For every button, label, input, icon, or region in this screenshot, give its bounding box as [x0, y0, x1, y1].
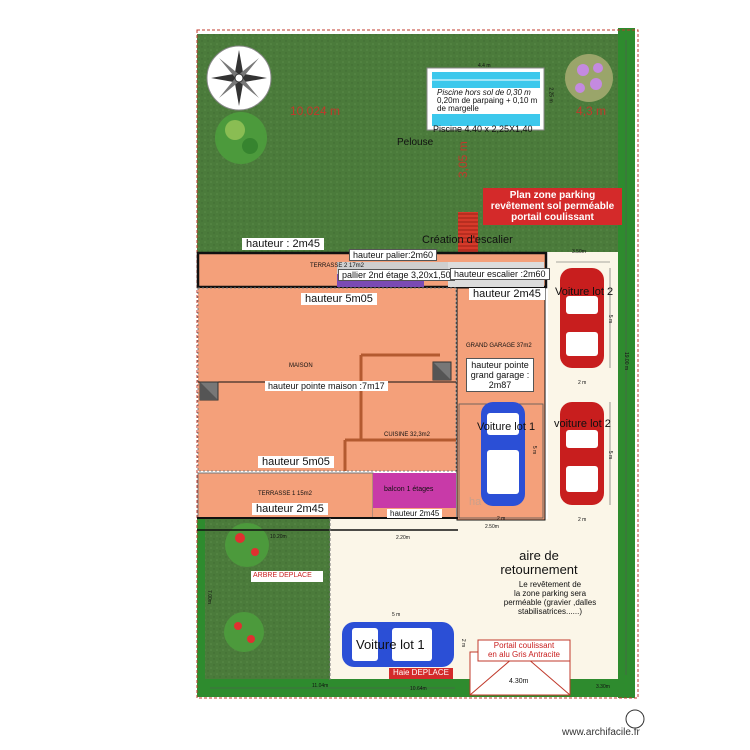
- pool-title-3: de margelle: [437, 104, 479, 113]
- portail-line2: en alu Gris Antracite: [487, 650, 561, 659]
- dim-4-30: 4.30m: [509, 678, 529, 685]
- terrace-1-label: TERRASSE 1 15m2: [258, 491, 313, 497]
- voiture-lot1-bottom: Voiture lot 1: [356, 637, 425, 652]
- dim-10-20: 10.20m: [270, 534, 287, 540]
- aire-line2: retournement: [500, 562, 578, 577]
- tree-top-left: [215, 112, 267, 164]
- revetement-3: perméable (gravier ,dalles: [503, 598, 597, 607]
- dim-3-50: 3.50m: [572, 249, 586, 255]
- dim-right-long: 19.00 m: [623, 351, 630, 371]
- parking-plan-line2: revêtement sol perméable: [490, 201, 615, 212]
- pool-dim-height: 2.25 m: [547, 87, 554, 103]
- hauteur-pointe-garage-3: 2m87: [488, 380, 512, 390]
- hauteur-palier-label: hauteur palier:2m60: [349, 249, 438, 261]
- cuisine-label: CUISINE 32,3m2: [384, 432, 431, 438]
- parking-plan-label: Plan zone parking revêtement sol perméab…: [483, 190, 622, 223]
- dim-4-3: 4,3 m: [576, 104, 607, 118]
- pool-water-bottom: [432, 114, 540, 126]
- voiture-lot2-bottom: voiture lot 2: [554, 418, 611, 430]
- dim-10-024: 10,024 m: [290, 104, 341, 118]
- pool-title-2: 0,20m de parpaing + 0,10 m: [437, 96, 538, 105]
- dim-7-00: 7.00m: [205, 590, 212, 604]
- lawn-label: Pelouse: [397, 137, 434, 148]
- tree-bottom-1: [225, 523, 269, 567]
- arbre-deplace-label: ARBRE DEPLACE: [253, 572, 312, 579]
- dim-2m-b: 2 m: [578, 517, 587, 523]
- bush-top-right: [565, 54, 613, 102]
- parking-plan-line1: Plan zone parking: [509, 190, 596, 201]
- dim-2-20: 2.20m: [396, 535, 410, 541]
- car-blue-garage: [481, 402, 525, 506]
- dim-2m-garage: 2 m: [497, 516, 506, 522]
- dim-3-30: 3.30m: [596, 684, 610, 690]
- dim-2m-car: 2 m: [460, 638, 467, 648]
- parking-plan-line3: portail coulissant: [511, 212, 594, 223]
- dim-11-04: 11.04m: [312, 683, 329, 689]
- tree-bottom-2: [224, 612, 264, 652]
- hauteur-2m45-bottom: hauteur 2m45: [252, 503, 328, 515]
- parking-plan-box: [483, 188, 622, 225]
- hauteur-2m45-balcon: hauteur 2m45: [387, 509, 443, 518]
- hauteur-5m05-top: hauteur 5m05: [301, 293, 377, 305]
- aire-line1: aire de: [519, 548, 559, 563]
- aire-label: aire de retournement: [499, 549, 579, 577]
- dim-5m-a: 5 m: [607, 314, 614, 324]
- hauteur-pointe-garage-2: grand garage :: [470, 370, 530, 380]
- maison-label: MAISON: [289, 363, 313, 369]
- hauteur-escalier-label: hauteur escalier :2m60: [450, 268, 550, 280]
- portail-line1: Portail coulissant: [493, 641, 555, 650]
- dim-5m-b: 5 m: [607, 450, 614, 460]
- house: [197, 287, 457, 472]
- dim-10-64: 10.64m: [410, 686, 427, 692]
- pool-dim-width: 4.4 m: [478, 63, 491, 69]
- revetement-4: stabilisatrices......): [517, 607, 582, 616]
- revetement-note: Le revêtement de la zone parking sera pe…: [500, 580, 600, 616]
- revetement-1: Le revêtement de: [518, 580, 582, 589]
- hauteur-pointe-maison: hauteur pointe maison :7m17: [265, 381, 388, 391]
- haie-label-box: [389, 668, 453, 679]
- car-red-top: [560, 268, 604, 368]
- watermark-text: www.archifacile.fr: [562, 727, 640, 738]
- dim-5m-garage: 5 m: [531, 445, 538, 455]
- hauteur-2m45-top: hauteur : 2m45: [242, 238, 324, 250]
- haie-deplace-label: Haie DEPLACE: [392, 668, 450, 677]
- hauteur-pointe-garage: hauteur pointe grand garage : 2m87: [466, 358, 534, 392]
- portail-label-box: [477, 639, 571, 662]
- hauteur-5m05-bottom: hauteur 5m05: [258, 456, 334, 468]
- stair-creation-label: Création d'escalier: [422, 234, 513, 246]
- compass-rose: [206, 45, 272, 111]
- palier-2nd-label: pallier 2nd étage 3,20x1,50: [338, 269, 455, 281]
- grand-garage-label: GRAND GARAGE 37m2: [466, 343, 532, 349]
- dim-3-05: 3,05 m: [456, 141, 470, 178]
- hauteur-pointe-garage-1: hauteur pointe: [471, 360, 529, 370]
- balcon: [373, 473, 456, 508]
- dim-2-50: 2.50m: [485, 524, 499, 530]
- watermark-icon: [625, 709, 645, 729]
- voiture-lot1-garage: Voiture lot 1: [477, 421, 536, 433]
- property-border: [196, 29, 639, 699]
- pool-size-label: Piscine 4.40 x 2,25X1,40: [433, 124, 533, 134]
- pool-title-1: Piscine hors sol de 0,30 m: [437, 88, 531, 97]
- right-hedge: [618, 28, 635, 698]
- car-blue-bottom: [342, 622, 454, 667]
- car-red-bottom: [560, 402, 604, 505]
- dim-5m-car: 5 m: [392, 612, 401, 618]
- balcon-label: balcon 1 étages: [384, 486, 434, 493]
- voiture-lot2-top: Voiture lot 2: [555, 286, 614, 298]
- dim-2m-a: 2 m: [578, 380, 587, 386]
- revetement-2: la zone parking sera: [513, 589, 587, 598]
- terrace-2-label: TERRASSE 2 17m2: [310, 263, 365, 269]
- portail-label: Portail coulissant en alu Gris Antracite: [478, 641, 570, 659]
- arbre-label-box: [251, 571, 323, 582]
- hauteur-2m45-garage: hauteur 2m45: [469, 288, 545, 300]
- faded-ha: ha: [469, 496, 482, 508]
- left-hedge: [197, 519, 205, 679]
